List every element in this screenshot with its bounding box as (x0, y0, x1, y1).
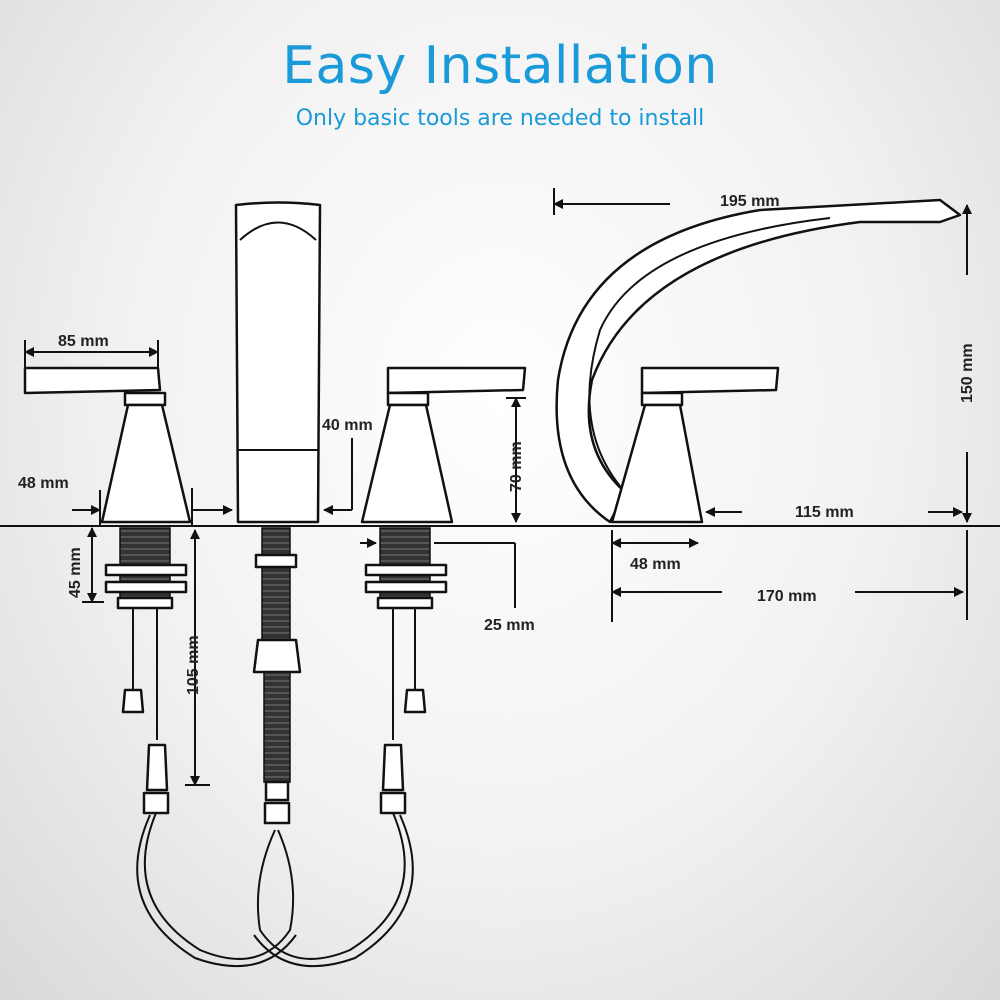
dim-supply-length: 105 mm (185, 635, 202, 695)
dim-handle-height: 70 mm (508, 441, 525, 492)
dim-handle-width: 85 mm (58, 333, 109, 350)
dim-spout-reach: 195 mm (720, 193, 780, 210)
supply-hoses (136, 791, 414, 968)
right-handle-assembly (360, 366, 527, 792)
dimension-lines (24, 188, 972, 786)
dim-diverter-width: 40 mm (322, 417, 373, 434)
dim-shank-thread: 25 mm (484, 617, 535, 634)
dim-spout-offset: 115 mm (795, 504, 854, 521)
page-subtitle: Only basic tools are needed to install (295, 106, 705, 131)
dim-spout-height: 150 mm (959, 343, 976, 403)
center-diverter-assembly (234, 201, 322, 802)
dim-handle-base: 48 mm (18, 475, 69, 492)
dim-spout-base: 48 mm (630, 556, 681, 573)
dim-mount-depth: 45 mm (67, 547, 84, 598)
page-title: Easy Installation (282, 36, 718, 96)
spout-assembly (555, 198, 962, 524)
left-handle-assembly (23, 366, 192, 792)
dim-spout-total: 170 mm (757, 588, 817, 605)
